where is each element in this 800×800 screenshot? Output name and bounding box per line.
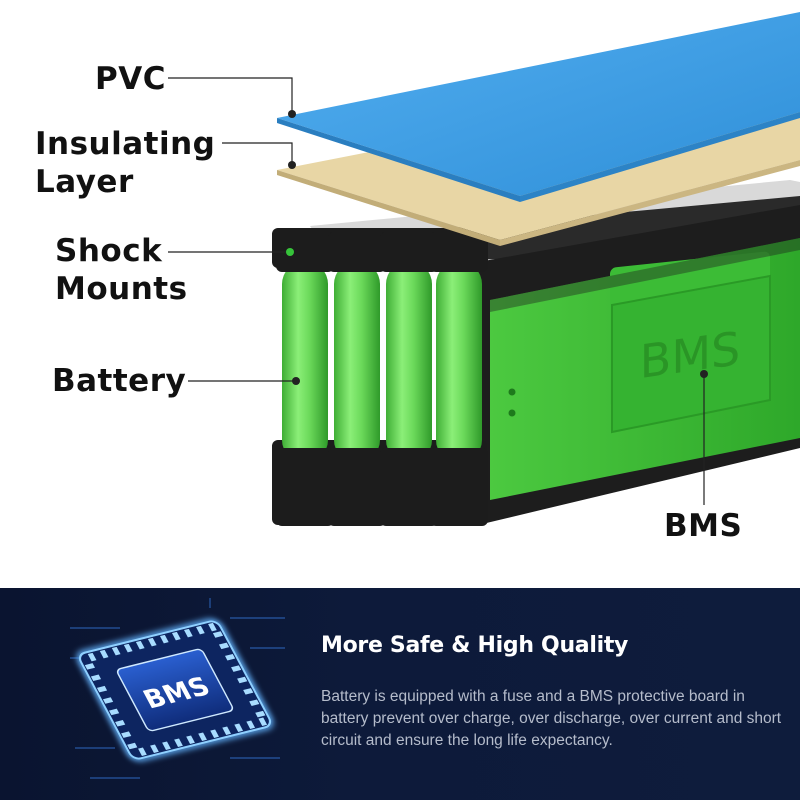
shock-mount-bottom: [380, 448, 438, 526]
chip-pin: [109, 708, 120, 716]
chip-pin: [212, 631, 224, 638]
side-indicator-dot: [508, 388, 516, 396]
battery-cell: [386, 262, 432, 462]
chip-pin: [218, 642, 230, 650]
chip-pin: [198, 732, 207, 741]
feature-panel: BMS More Safe & High Quality Battery is …: [0, 588, 800, 800]
chip-pin: [111, 646, 121, 656]
shock-mount-bottom: [430, 448, 488, 526]
chip-pin: [237, 676, 248, 684]
label-battery: Battery: [52, 363, 187, 399]
battery-cells: [276, 232, 516, 526]
battery-diagram: BMS PVC Insulatin: [35, 12, 800, 544]
battery-cell: [282, 262, 328, 462]
chip-pin: [150, 744, 159, 753]
chip-pin: [234, 723, 244, 732]
chip-pin: [246, 720, 256, 729]
battery-cell: [334, 262, 380, 462]
panel-description: Battery is equipped with a fuse and a BM…: [321, 688, 782, 749]
bms-chip-icon: BMS: [70, 598, 285, 779]
shock-mount-bottom: [276, 448, 334, 526]
side-cell-ridges: [490, 238, 800, 312]
chip-pin: [84, 663, 96, 670]
chip-pin: [231, 665, 242, 672]
bms-module-badge: BMS: [611, 274, 771, 434]
chip-pin: [123, 643, 133, 653]
shock-mount-bottom: [328, 448, 386, 526]
chip-pin: [183, 628, 193, 638]
label-pvc: PVC: [95, 61, 166, 97]
shock-mount-top: [430, 232, 488, 272]
chip-pin: [87, 652, 97, 662]
chip-pin: [196, 625, 205, 635]
chip-pin: [96, 685, 108, 693]
shock-mount-top: [276, 232, 334, 272]
chip-pin: [135, 640, 145, 650]
chip-pin: [243, 688, 254, 695]
chip-pin: [208, 622, 217, 632]
side-indicator-dot: [508, 409, 516, 417]
chip-pin: [186, 735, 195, 744]
chip-pin: [115, 720, 126, 727]
battery-pack-illustration: BMS: [168, 12, 800, 526]
shock-mount-top: [380, 232, 438, 272]
chip-pin: [121, 731, 132, 738]
chip-pin: [147, 637, 157, 647]
chip-pin: [138, 747, 147, 756]
chip-pin: [222, 726, 232, 735]
chip-pin: [174, 738, 183, 747]
chip-pin: [162, 741, 171, 750]
chip-pin: [255, 710, 266, 718]
label-insulating-layer: Insulating Layer: [35, 126, 216, 200]
shock-mount-top: [328, 232, 386, 272]
chip-pin: [249, 699, 260, 706]
chip-pin: [210, 729, 219, 738]
leader-lines: [168, 77, 705, 505]
battery-cell: [436, 262, 482, 462]
pvc-sheet: [277, 12, 800, 202]
chip-pin: [99, 649, 109, 659]
chip-pin: [171, 631, 181, 641]
chip-pin: [90, 674, 102, 682]
chip-pin: [258, 717, 268, 726]
chip-pin: [127, 742, 138, 750]
leader-dots: [286, 110, 708, 385]
label-shock-mounts: Shock Mounts: [55, 233, 188, 307]
chip-pin: [102, 697, 114, 704]
chip-pin: [159, 634, 169, 644]
label-bms: BMS: [664, 508, 743, 544]
panel-title: More Safe & High Quality: [321, 633, 629, 658]
chip-pin: [224, 653, 236, 661]
